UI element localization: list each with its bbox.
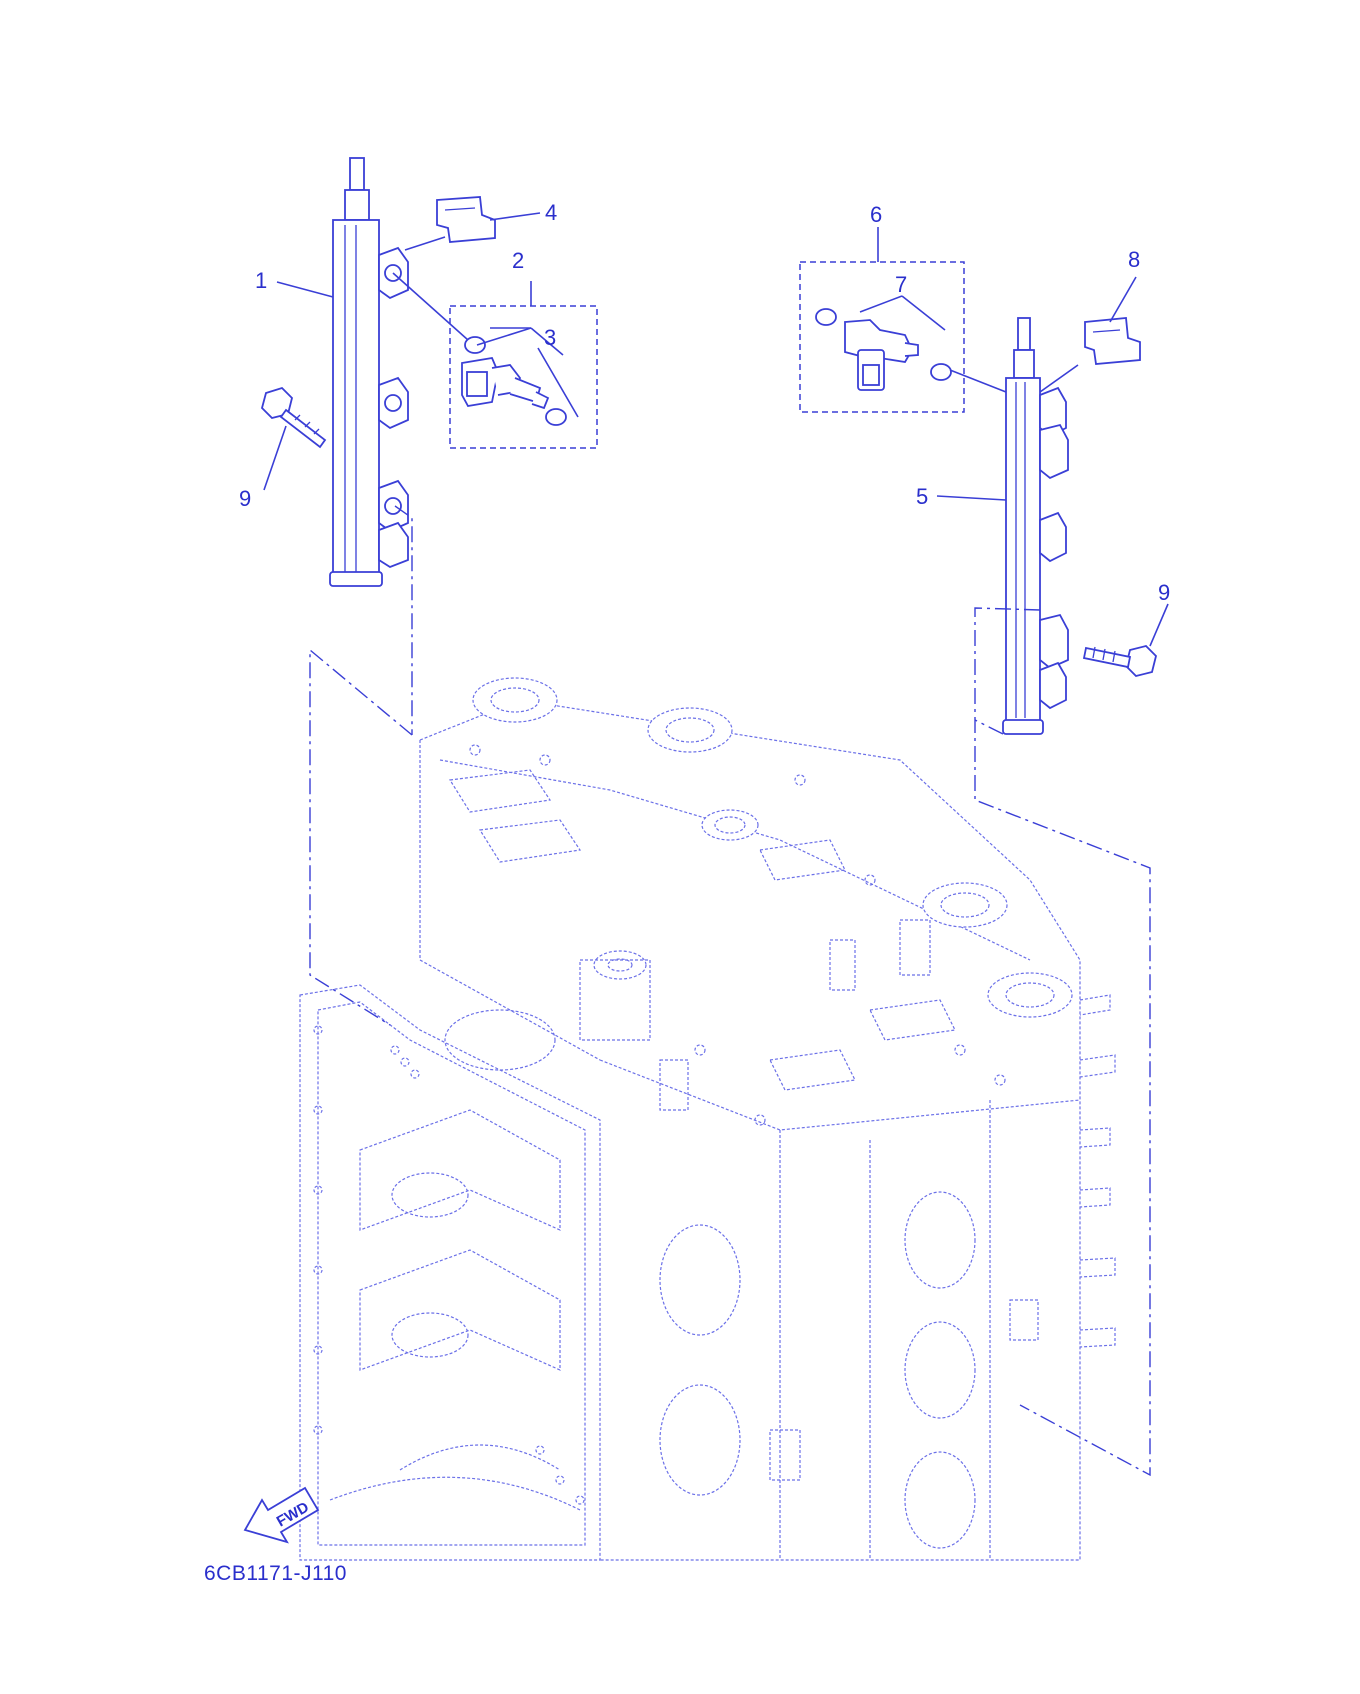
callout-8: 8	[1128, 247, 1140, 272]
callout-1: 1	[255, 268, 267, 293]
engine-block	[299, 677, 1116, 1561]
callout-2: 2	[512, 248, 524, 273]
diagram-part-code: 6CB1171-J110	[204, 1562, 347, 1585]
injector-kit-6	[799, 261, 965, 413]
bolt-9-right	[1082, 645, 1157, 677]
bolt-9-left	[260, 386, 327, 449]
callout-3: 3	[544, 325, 556, 350]
fuel-rail-left	[329, 157, 409, 587]
injector-kit-2	[449, 305, 598, 449]
callout-7: 7	[895, 272, 907, 297]
fuel-rail-right	[1002, 317, 1069, 735]
assembly-lines	[309, 505, 1151, 1477]
callout-labels: 1 2 3 4 5 6 7 8 9 9	[239, 200, 1170, 605]
callout-4: 4	[545, 200, 557, 225]
fwd-arrow-icon: FWD	[243, 1486, 320, 1544]
callout-5: 5	[916, 484, 928, 509]
clip-8	[1084, 317, 1141, 365]
rail-right-ports	[1039, 386, 1069, 710]
callout-9-left: 9	[239, 486, 251, 511]
leader-lines	[263, 212, 1169, 647]
callout-9-right: 9	[1158, 580, 1170, 605]
callout-6: 6	[870, 202, 882, 227]
rail-left-ports	[378, 246, 409, 569]
clip-4	[436, 196, 496, 243]
